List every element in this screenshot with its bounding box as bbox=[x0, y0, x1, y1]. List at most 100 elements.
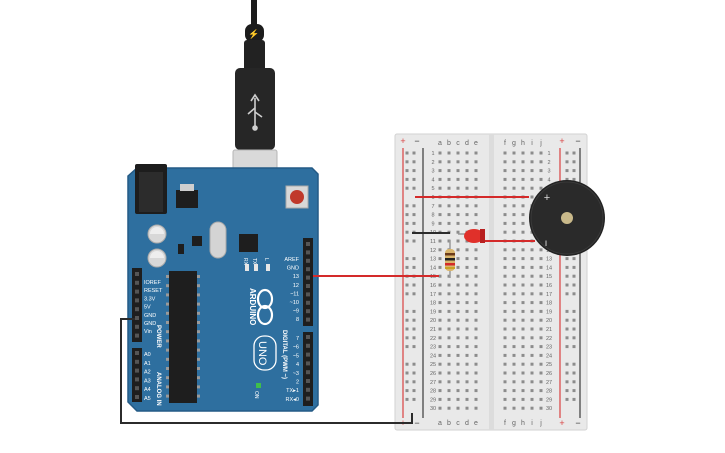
rail-plus-top-left: + bbox=[400, 136, 405, 146]
bb-row-label-left-10: 11 bbox=[430, 239, 436, 245]
bb-row-label-left-7: 8 bbox=[431, 213, 434, 219]
bb-col-label-bot-l-2: c bbox=[456, 420, 460, 427]
bb-row-label-right-20: 21 bbox=[546, 327, 552, 333]
bb-col-label-bot-r-4: j bbox=[539, 420, 542, 427]
bb-row-label-right-22: 23 bbox=[546, 345, 552, 351]
bb-row-label-left-26: 27 bbox=[430, 380, 436, 386]
power-pin-label-2: 3.3V bbox=[144, 296, 156, 302]
digital-header-top bbox=[303, 238, 313, 326]
bb-col-label-top-r-4: j bbox=[539, 140, 542, 147]
bb-col-label-bot-r-0: f bbox=[504, 420, 506, 427]
analog-pin-label-4: A4 bbox=[144, 387, 151, 393]
analog-pin-label-2: A2 bbox=[144, 370, 151, 376]
digital-title: DIGITAL (PWM ~) bbox=[281, 330, 287, 379]
atmega-chip bbox=[169, 271, 197, 403]
bb-row-label-right-24: 25 bbox=[546, 362, 552, 368]
red-led[interactable] bbox=[458, 229, 485, 243]
bb-col-label-top-r-1: g bbox=[512, 140, 516, 147]
digital-pin-label-b5: 2 bbox=[296, 380, 299, 386]
bb-col-label-top-l-2: c bbox=[456, 140, 460, 147]
led-tx-label: TX bbox=[251, 258, 257, 265]
digital-pin-label-b7: RX◂0 bbox=[286, 397, 299, 403]
digital-pin-label-6: ~9 bbox=[293, 309, 299, 315]
bb-col-label-top-l-0: a bbox=[438, 140, 442, 147]
bb-row-label-right-28: 29 bbox=[546, 397, 552, 403]
digital-pin-label-b6: TX▸1 bbox=[286, 388, 299, 394]
brand-name: ARDUINO bbox=[248, 288, 257, 325]
bb-row-label-left-19: 20 bbox=[430, 318, 436, 324]
bb-row-label-left-13: 14 bbox=[430, 265, 436, 271]
bb-col-label-bot-l-1: b bbox=[447, 420, 451, 427]
bb-row-label-right-27: 28 bbox=[546, 389, 552, 395]
rail-minus-top-left: − bbox=[414, 136, 419, 146]
analog-pin-label-5: A5 bbox=[144, 396, 151, 402]
power-pin-label-5: GND bbox=[144, 321, 156, 327]
buzzer-minus-label: ı bbox=[545, 238, 548, 249]
bb-col-label-top-l-3: d bbox=[465, 140, 469, 147]
bb-row-label-left-24: 25 bbox=[430, 362, 436, 368]
bb-col-label-bot-r-3: i bbox=[531, 420, 533, 427]
bb-col-label-bot-l-0: a bbox=[438, 420, 442, 427]
power-pin-label-6: Vin bbox=[144, 329, 152, 335]
power-header bbox=[132, 268, 142, 342]
bb-row-label-left-14: 15 bbox=[430, 274, 436, 280]
bb-row-label-right-19: 20 bbox=[546, 318, 552, 324]
digital-pin-label-1: GND bbox=[287, 266, 299, 272]
bb-row-label-left-22: 23 bbox=[430, 345, 436, 351]
power-pin-label-0: IOREF bbox=[144, 280, 161, 286]
bb-col-label-top-l-4: e bbox=[474, 140, 478, 147]
analog-pin-label-3: A3 bbox=[144, 378, 151, 384]
digital-pin-label-2: 13 bbox=[293, 274, 299, 280]
uno-badge: UNO bbox=[253, 335, 277, 371]
on-label: ON bbox=[253, 391, 259, 399]
bb-row-label-left-23: 24 bbox=[430, 353, 436, 359]
bb-col-label-top-r-0: f bbox=[504, 140, 506, 147]
bb-col-label-top-l-1: b bbox=[447, 140, 451, 147]
bb-row-label-left-16: 17 bbox=[430, 292, 436, 298]
led-l-label: L bbox=[263, 258, 269, 261]
svg-text:⚡: ⚡ bbox=[248, 28, 259, 40]
rail-minus-bottom-right: − bbox=[575, 418, 580, 428]
digital-header-bottom bbox=[303, 332, 313, 406]
bb-row-label-right-26: 27 bbox=[546, 380, 552, 386]
bb-row-label-left-0: 1 bbox=[431, 151, 434, 157]
rail-plus-top-right: + bbox=[559, 136, 564, 146]
bb-row-label-left-21: 22 bbox=[430, 336, 436, 342]
bb-row-label-left-12: 13 bbox=[430, 257, 436, 263]
digital-pin-label-5: ~10 bbox=[290, 300, 299, 306]
bb-row-label-right-12: 13 bbox=[546, 257, 552, 263]
led-rx-label: RX bbox=[242, 258, 248, 266]
power-pin-label-4: GND bbox=[144, 313, 156, 319]
bb-row-label-right-15: 16 bbox=[546, 283, 552, 289]
analog-title: ANALOG IN bbox=[155, 372, 161, 406]
digital-pin-label-b4: ~3 bbox=[293, 371, 299, 377]
piezo-buzzer[interactable]: + ı bbox=[529, 180, 605, 256]
bb-row-label-left-20: 21 bbox=[430, 327, 436, 333]
arduino-logo bbox=[256, 288, 274, 326]
wires[interactable] bbox=[120, 196, 535, 424]
bb-row-label-right-16: 17 bbox=[546, 292, 552, 298]
bb-row-label-right-0: 1 bbox=[547, 151, 550, 157]
reset-button[interactable] bbox=[285, 185, 309, 209]
bb-row-label-left-25: 26 bbox=[430, 371, 436, 377]
bb-col-label-bot-l-4: e bbox=[474, 420, 478, 427]
bb-row-label-right-2: 3 bbox=[547, 169, 550, 175]
power-pin-label-3: 5V bbox=[144, 305, 151, 311]
rail-minus-bottom-left: − bbox=[414, 418, 419, 428]
bb-row-label-left-2: 3 bbox=[431, 169, 434, 175]
bb-row-label-right-17: 18 bbox=[546, 301, 552, 307]
bb-col-label-bot-r-2: h bbox=[521, 420, 525, 427]
bb-row-label-left-6: 7 bbox=[431, 204, 434, 210]
bb-row-label-right-25: 26 bbox=[546, 371, 552, 377]
power-pin-label-1: RESET bbox=[144, 288, 163, 294]
bb-row-label-left-8: 9 bbox=[431, 221, 434, 227]
digital-pin-label-3: 12 bbox=[293, 283, 299, 289]
bb-row-label-left-3: 4 bbox=[431, 177, 434, 183]
bb-row-label-right-1: 2 bbox=[547, 160, 550, 166]
bb-row-label-right-18: 19 bbox=[546, 309, 552, 315]
bb-row-label-right-21: 22 bbox=[546, 336, 552, 342]
resistor[interactable] bbox=[445, 240, 455, 278]
